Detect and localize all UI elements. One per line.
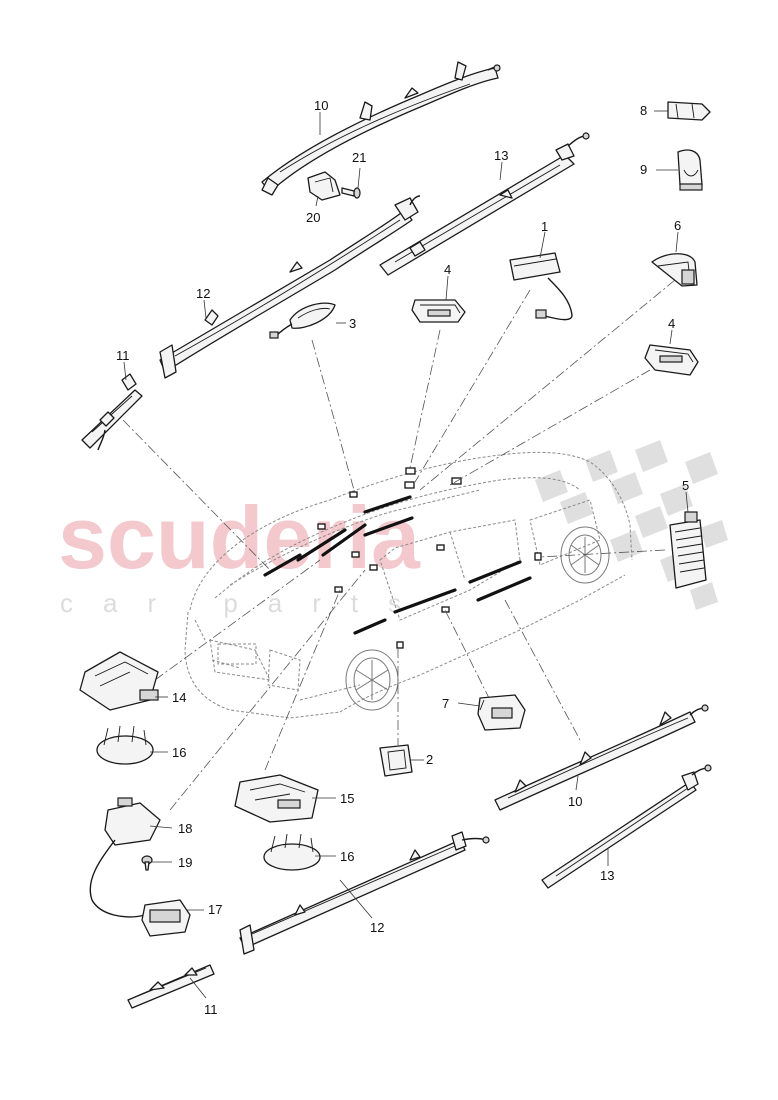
callout-10-lower: 10: [568, 794, 582, 809]
callout-10-upper: 10: [314, 98, 328, 113]
callout-2: 2: [426, 752, 433, 767]
callout-11-lower: 11: [204, 1002, 218, 1017]
callout-20: 20: [306, 210, 320, 225]
front-wheel: [560, 526, 610, 584]
part-2-connector: [379, 744, 413, 777]
callout-1: 1: [541, 219, 548, 234]
callout-13-upper: 13: [494, 148, 508, 163]
callout-3: 3: [349, 316, 356, 331]
callout-14: 14: [172, 690, 186, 705]
callout-12-upper: 12: [196, 286, 210, 301]
part-8-festoon-bulb: [667, 101, 711, 121]
callout-18: 18: [178, 821, 192, 836]
callout-12-lower: 12: [370, 920, 384, 935]
part-4-interior-light-upper: [411, 299, 466, 323]
part-16-bracket-upper: [96, 725, 154, 765]
part-10-curtain-airbag-upper: [261, 61, 501, 196]
callout-15: 15: [340, 791, 354, 806]
callout-19: 19: [178, 855, 192, 870]
part-4-interior-light-lower: [644, 344, 699, 376]
part-15-control-unit: [234, 774, 319, 823]
part-11-side-airbag-upper: [81, 373, 143, 451]
part-12-curtain-airbag-left: [159, 195, 421, 379]
part-20-bracket: [307, 171, 341, 201]
part-3-reading-light: [269, 302, 336, 339]
part-11-side-airbag-lower: [127, 964, 215, 1009]
part-6-lamp-housing: [651, 253, 698, 287]
watermark-brand: scuderia: [58, 488, 421, 587]
callout-6: 6: [674, 218, 681, 233]
callout-4-lower: 4: [668, 316, 675, 331]
part-9-wedge-bulb: [677, 149, 703, 191]
part-17-module: [141, 899, 191, 937]
part-13-curtain-airbag-lower: [541, 764, 712, 889]
callout-8: 8: [640, 103, 647, 118]
part-1-overhead-module: [509, 252, 573, 321]
part-16-bracket-lower: [263, 833, 321, 871]
part-14-control-unit: [79, 651, 159, 711]
callout-16-lower: 16: [340, 849, 354, 864]
callout-21: 21: [352, 150, 366, 165]
callout-5: 5: [682, 478, 689, 493]
callout-labels: 10 21 20 13 12 11 3 4 1 6 4 8 9 5 7 2 14…: [116, 98, 689, 1017]
part-19-screw: [141, 855, 153, 871]
callout-4-upper: 4: [444, 262, 451, 277]
part-7-switch: [477, 694, 526, 731]
part-5-footwell-light: [669, 511, 707, 589]
callout-11-upper: 11: [116, 348, 130, 363]
callout-7: 7: [442, 696, 449, 711]
part-12-curtain-airbag-lower: [239, 831, 490, 955]
part-21-bolt: [341, 187, 361, 199]
part-10-curtain-airbag-lower: [494, 704, 709, 811]
watermark: scuderia car parts: [58, 440, 728, 618]
vehicle-outline: [184, 451, 633, 719]
callout-16-upper: 16: [172, 745, 186, 760]
callout-9: 9: [640, 162, 647, 177]
rear-wheel: [345, 649, 399, 711]
part-13-curtain-airbag-right: [379, 132, 590, 276]
reference-lines: [122, 279, 676, 811]
callout-13-lower: 13: [600, 868, 614, 883]
part-18-sensor: [89, 797, 161, 918]
callout-leaders: [123, 110, 689, 999]
watermark-sub: car parts: [60, 588, 431, 618]
callout-17: 17: [208, 902, 222, 917]
